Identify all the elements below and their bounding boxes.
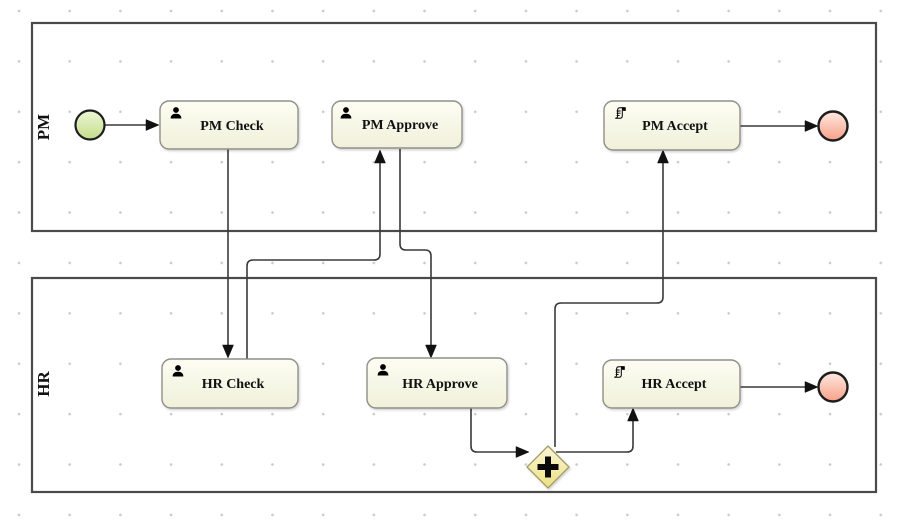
task-hr-accept-label: HR Accept: [642, 377, 707, 392]
flow-pm-accept-to-end[interactable]: [740, 120, 819, 132]
task-pm-check[interactable]: PM Check: [159, 100, 299, 150]
lane-pm-label: PM: [34, 114, 53, 140]
flow-start-to-pm-check[interactable]: [105, 119, 160, 131]
lane-hr-label: HR: [34, 371, 53, 397]
task-pm-approve-label: PM Approve: [362, 118, 438, 133]
task-pm-accept[interactable]: PM Accept: [603, 100, 741, 151]
flow-hr-approve-to-gateway[interactable]: [470, 408, 530, 458]
lane-pm[interactable]: PM: [30, 21, 878, 233]
flow-hr-check-to-pm-approve[interactable]: [246, 149, 386, 359]
task-hr-approve-label: HR Approve: [402, 377, 478, 392]
flow-pm-check-to-hr-check[interactable]: [222, 149, 234, 359]
flow-pm-approve-to-hr-approve[interactable]: [399, 149, 437, 359]
flow-gateway-to-hr-accept[interactable]: [556, 407, 639, 453]
plus-icon: [537, 456, 559, 478]
task-pm-approve[interactable]: PM Approve: [331, 100, 463, 149]
end-event-pm[interactable]: [817, 110, 849, 142]
task-hr-check-label: HR Check: [202, 377, 265, 392]
start-event[interactable]: [74, 109, 106, 141]
task-pm-check-label: PM Check: [200, 119, 264, 134]
task-hr-approve[interactable]: HR Approve: [366, 357, 508, 409]
task-hr-check[interactable]: HR Check: [161, 358, 299, 409]
flow-hr-accept-to-end[interactable]: [738, 381, 819, 393]
parallel-gateway[interactable]: [526, 445, 570, 489]
lane-hr[interactable]: HR: [30, 276, 878, 494]
task-pm-accept-label: PM Accept: [642, 119, 708, 134]
flow-gateway-to-pm-accept[interactable]: [554, 149, 669, 447]
task-hr-accept[interactable]: HR Accept: [602, 359, 741, 409]
end-event-hr[interactable]: [817, 371, 849, 403]
